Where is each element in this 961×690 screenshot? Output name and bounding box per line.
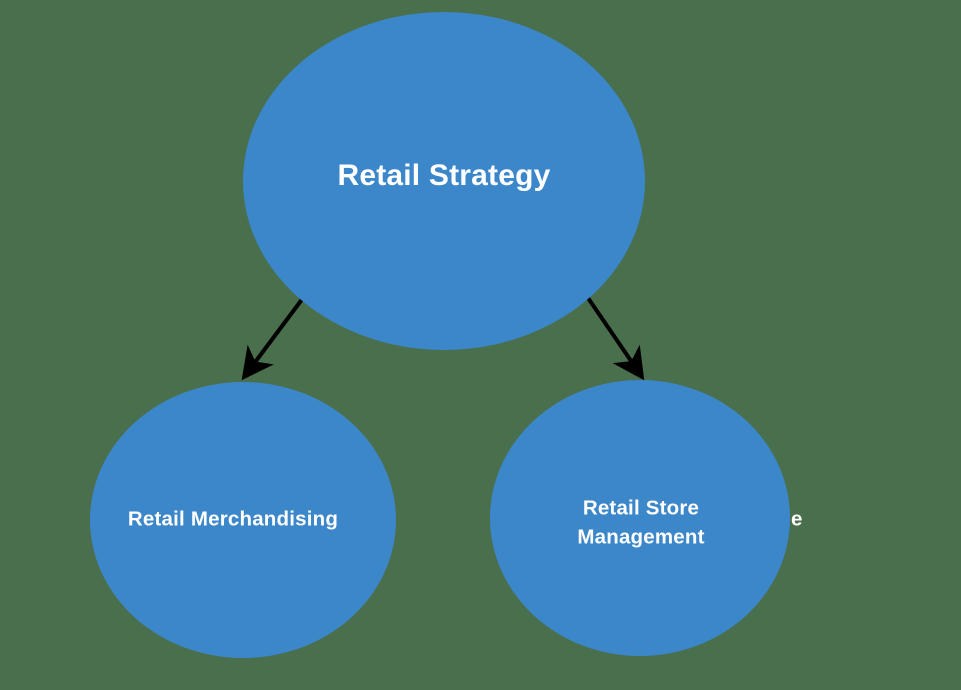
node-child-left[interactable]: Retail Merchandising bbox=[90, 382, 396, 658]
node-child-right-shape bbox=[490, 380, 790, 656]
node-child-right-label-line2: Management bbox=[577, 525, 704, 548]
clipped-offscreen-label: e bbox=[791, 507, 802, 530]
node-root-label: Retail Strategy bbox=[337, 159, 550, 192]
node-child-left-shape bbox=[90, 382, 396, 658]
node-child-right-label-line1: Retail Store bbox=[583, 496, 699, 519]
edge-root-to-right[interactable] bbox=[584, 293, 645, 381]
node-root[interactable]: Retail Strategy bbox=[243, 12, 645, 350]
edge-root-to-left[interactable] bbox=[241, 292, 308, 381]
node-child-left-label: Retail Merchandising bbox=[128, 507, 338, 530]
node-child-right[interactable]: Retail Store Management bbox=[490, 380, 790, 656]
node-root-shape bbox=[243, 12, 645, 350]
edge-group bbox=[241, 292, 645, 381]
